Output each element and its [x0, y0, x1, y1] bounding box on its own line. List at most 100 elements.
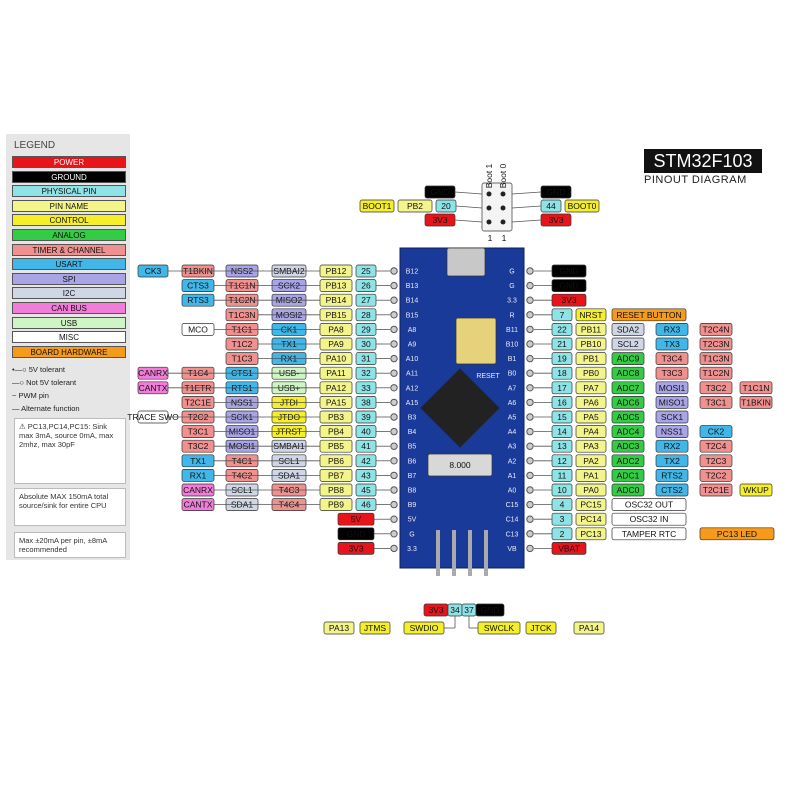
alt-pb11-t2c4n-text: T2C4N: [703, 324, 730, 334]
pin-12: 12: [551, 454, 573, 468]
pin-name-pb3-text: PB3: [328, 412, 344, 422]
jumper-pin: [500, 219, 506, 225]
board-pin-label: A1: [508, 473, 517, 480]
board-pin-label: G: [509, 283, 514, 290]
pin-38: 38: [355, 396, 377, 409]
board-pin-left: [390, 296, 398, 304]
alt-pa4-nss1-text: NSS1: [661, 427, 683, 437]
pin-39-text: 39: [361, 412, 371, 422]
left-5v: 5V: [337, 512, 375, 526]
board-pin-left: [390, 311, 398, 319]
pin-name-pa1: PA1: [575, 469, 607, 482]
top-right-line: [511, 191, 542, 195]
alt-pb1-adc9-text: ADC9: [617, 354, 640, 364]
alt-pb11-rx3: RX3: [655, 323, 689, 336]
top-right-3v3-text: 3V3: [548, 215, 563, 225]
top-left-line: [454, 219, 483, 223]
mcu-chip: [420, 368, 500, 448]
pin-name-pa5: PA5: [575, 410, 607, 424]
pin-name-pa7: PA7: [575, 381, 607, 395]
top-left-line: [454, 191, 483, 195]
alt-pb4-t3c1-text: T3C1: [188, 427, 209, 437]
board-pin-left: [390, 281, 398, 290]
pin-32-text: 32: [361, 368, 371, 378]
alt-pa12-cantx: CANTX: [137, 381, 169, 395]
alt-pa2-t2c3-text: T2C3: [706, 456, 727, 466]
alt-pc14-osc32-in: OSC32 IN: [611, 512, 687, 526]
legend-note-2: Max ±20mA per pin, ±8mA recommended: [14, 532, 126, 559]
alt-pb6-tx1: TX1: [181, 454, 215, 468]
legend-can-bus: CAN BUS: [12, 302, 126, 314]
pin-name-pb5-text: PB5: [328, 441, 344, 451]
legend-timer-channel: TIMER & CHANNEL: [12, 243, 126, 256]
alt-pa10-t1c3: T1C3: [225, 352, 259, 365]
pin-25-text: 25: [361, 266, 371, 276]
top-left-gnd: GND: [424, 185, 456, 199]
alt-pb5-t3c2-text: T3C2: [188, 441, 209, 451]
alt-pb9-cantx-text: CANTX: [184, 500, 213, 510]
pin-17: 17: [551, 381, 573, 395]
swd-header-pin: [452, 530, 456, 576]
board-pin-left: [390, 457, 398, 465]
board-pin-right: [526, 530, 534, 538]
pin-33: 33: [355, 381, 377, 395]
top-left-gnd-text: GND: [431, 187, 450, 197]
alt-pb11-sda2: SDA2: [611, 323, 645, 336]
legend-symbol-3: — Alternate function: [12, 404, 80, 414]
boot-label: Boot 1: [484, 163, 494, 188]
alt-pb3-trace-swo-text: TRACE SWO: [127, 412, 179, 422]
board-pin-right: [526, 354, 534, 363]
pin-18-text: 18: [557, 368, 567, 378]
boot-jumper-block: [481, 182, 513, 232]
swd-header-37: 37: [461, 603, 477, 617]
board-pin-label: 5V: [408, 517, 417, 524]
pin-40: 40: [355, 425, 377, 438]
pin-name-pb10: PB10: [575, 337, 607, 351]
alt-pa6-adc6-text: ADC6: [617, 397, 640, 407]
crystal-oscillator-text: 8.000: [449, 460, 471, 470]
alt-pa6-t3c1-text: T3C1: [706, 397, 727, 407]
alt-pa0-cts2: CTS2: [655, 483, 689, 497]
pin-21-text: 21: [557, 339, 567, 349]
pin-4: 4: [551, 498, 573, 511]
diagram-subtitle: PINOUT DIAGRAM: [644, 174, 747, 186]
pin-20: 20: [435, 199, 457, 213]
pin-42-text: 42: [361, 456, 371, 466]
pin-name-pb0: PB0: [575, 366, 607, 380]
board-pin-label: B14: [406, 298, 419, 305]
alt-pa1-t2c2-text: T2C2: [706, 470, 727, 480]
alt-pa9-t1c2-text: T1C2: [232, 339, 253, 349]
pin-name-pb12: PB12: [319, 264, 353, 278]
alt-pa15-t2c1e-text: T2C1E: [185, 397, 212, 407]
pin-19-text: 19: [557, 354, 567, 364]
alt-pc13-tamper-rtc-text: TAMPER RTC: [622, 529, 676, 539]
alt-pa7-t3c2: T3C2: [699, 381, 733, 395]
alt-nrst-reset-button-text: RESET BUTTON: [616, 310, 681, 320]
legend-symbol-0: •—○ 5V tolerant: [12, 365, 66, 375]
swd-left-jtms: JTMS: [359, 621, 391, 635]
pin-2-text: 2: [560, 529, 565, 539]
board-pin-left: [390, 340, 398, 348]
alt-pb5-t3c2: T3C2: [181, 439, 215, 453]
alt-pb11-t2c4n: T2C4N: [699, 323, 733, 336]
alt-pa0-adc0-text: ADC0: [617, 485, 640, 495]
diagram-title: STM32F103: [644, 149, 762, 173]
alt-pb0-adc8: ADC8: [611, 366, 645, 380]
pin-name-pc13-text: PC13: [580, 529, 602, 539]
pin-name-pb11-text: PB11: [581, 324, 601, 334]
legend-board-hardware: BOARD HARDWARE: [12, 345, 126, 358]
pin-name-pa6-text: PA6: [583, 397, 599, 407]
board-pin-left: [390, 515, 398, 523]
pin-28-text: 28: [361, 310, 371, 320]
alt-pb0-t1c2n-text: T1C2N: [703, 368, 730, 378]
board-pin-left: [390, 530, 398, 538]
right-gnd: GND: [551, 279, 587, 292]
board-pin-label: C14: [506, 517, 519, 524]
pin-28: 28: [355, 308, 377, 322]
alt-pb11-rx3-text: RX3: [664, 324, 681, 334]
jumper-pin: [486, 205, 492, 211]
pin-name-pa15-text: PA15: [326, 397, 346, 407]
boot-label: Boot 0: [498, 163, 508, 188]
pin-name-pc13: PC13: [575, 527, 607, 541]
swd-header-pin: [468, 530, 472, 576]
